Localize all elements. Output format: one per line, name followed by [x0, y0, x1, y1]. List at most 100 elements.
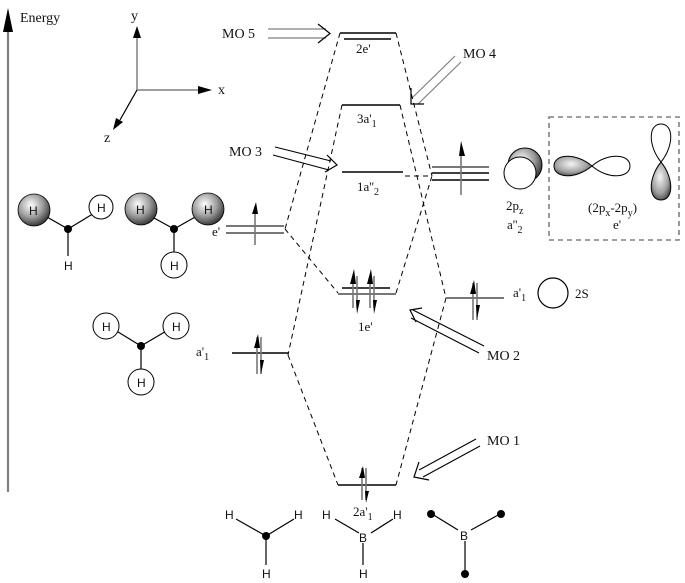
x-axis-label: x [218, 83, 225, 98]
h-orbital-open-icon [88, 194, 114, 220]
label-left-a1-prime: a'1 [196, 344, 209, 363]
salc-e-prime-2: H H H [124, 192, 225, 279]
center-dot-icon [64, 225, 72, 233]
pz-orbital: 2pz a''2 [503, 147, 543, 236]
b-fragment: B [427, 510, 505, 578]
dot-icon [497, 510, 505, 518]
label-a2-double-prime: a''2 [507, 217, 522, 236]
label-2pz: 2pz [506, 198, 524, 217]
h-atom: H [262, 567, 271, 581]
z-arrow-icon [113, 118, 123, 130]
spin-up-icon [459, 141, 465, 156]
h-atom: H [136, 203, 145, 217]
mo5-pointer: MO 5 [222, 23, 331, 44]
label-left-e-prime: e' [212, 224, 220, 239]
mo4-label: MO 4 [463, 47, 496, 62]
x-arrow-icon [198, 86, 212, 94]
mo4-arrow-icon [410, 88, 424, 105]
z-axis-line [119, 89, 138, 121]
h-atom: H [225, 508, 234, 522]
level-2e-prime: 2e' [340, 32, 396, 56]
px-lobe-shaded-icon [553, 155, 593, 177]
right-level-2p [432, 141, 489, 195]
h-orbital-open-icon [127, 368, 155, 396]
h-atom: H [29, 204, 38, 218]
label-2e-prime: 2e' [356, 41, 371, 56]
pz-lobe-open-icon [503, 156, 537, 190]
h-atom: H [294, 508, 303, 522]
py-lobe-open-icon [650, 123, 672, 163]
spin-up-icon [254, 334, 260, 348]
z-axis-label: z [104, 131, 110, 146]
energy-arrow-icon [3, 8, 13, 32]
spin-up-icon [359, 466, 365, 478]
mo1-label: MO 1 [487, 434, 520, 449]
mo3-label: MO 3 [229, 145, 262, 160]
b-atom: B [359, 531, 367, 545]
h-orbital-open-icon [92, 312, 120, 340]
h-atom: H [137, 376, 146, 390]
level-1e-prime: 1e' [338, 269, 396, 334]
label-2a1-prime: 2a'1 [353, 504, 373, 523]
mo1-arrow-icon [413, 461, 430, 481]
spin-down-icon [260, 360, 264, 374]
h-orbital-shaded-icon [124, 192, 158, 226]
correlation-lines [284, 32, 447, 486]
2s-orbital-icon [537, 277, 569, 309]
mo5-label: MO 5 [222, 27, 255, 42]
spin-up-icon [367, 269, 373, 284]
label-1e-prime: 1e' [358, 319, 373, 334]
mo4-pointer: MO 4 [410, 47, 496, 105]
energy-axis: Energy [3, 8, 60, 492]
h-atom: H [322, 508, 331, 522]
right-level-a1-prime: a'1 2S [446, 277, 589, 320]
center-dot-icon [262, 532, 270, 540]
b-atom: B [460, 529, 468, 543]
spin-down-icon [373, 300, 377, 314]
h-atom: H [102, 320, 111, 334]
mo2-arrow-icon [409, 307, 423, 323]
spin-down-icon [356, 300, 360, 314]
py-lobe-shaded-icon [650, 161, 672, 201]
h-atom: H [172, 320, 181, 334]
dot-icon [427, 510, 435, 518]
spin-up-icon [470, 280, 476, 294]
h-atom: H [97, 201, 106, 215]
h-atom: H [393, 508, 402, 522]
h-orbital-open-icon [160, 251, 188, 279]
salc-e-prime-1: H H H [17, 193, 114, 273]
pxy-orbital-box: (2px-2py) e' [548, 116, 680, 241]
bh3-molecule: H H B H [322, 508, 402, 581]
center-dot-icon [170, 225, 178, 233]
mo1-pointer: MO 1 [413, 434, 520, 481]
level-1a2-double-prime: 1a''2 [342, 171, 403, 198]
dot-icon [461, 570, 469, 578]
h-orbital-shaded-icon [191, 192, 225, 226]
h-orbital-open-icon [162, 312, 190, 340]
mo3-pointer: MO 3 [229, 145, 338, 173]
h-atom: H [204, 203, 213, 217]
coordinate-axes: y x z [104, 9, 225, 146]
y-arrow-icon [133, 26, 141, 38]
h-orbital-shaded-icon [17, 193, 51, 227]
level-3a1-prime: 3a'1 [342, 104, 400, 130]
spin-down-icon [365, 491, 369, 503]
h3-fragment: H H H [225, 508, 303, 581]
mo2-label: MO 2 [487, 349, 520, 364]
y-axis-label: y [131, 9, 138, 24]
spin-down-icon [476, 305, 480, 319]
mo5-arrow-icon [317, 23, 331, 44]
spin-up-icon [252, 202, 258, 214]
level-2a1-prime: 2a'1 [338, 466, 396, 523]
spin-up-icon [350, 269, 356, 284]
h-atom: H [170, 259, 179, 273]
center-dot-icon [137, 342, 145, 350]
label-pxy-e-prime: e' [613, 217, 621, 232]
h-atom: H [359, 567, 368, 581]
label-2s: 2S [575, 286, 589, 301]
salc-a1-prime: H H H [92, 312, 190, 396]
energy-label: Energy [20, 11, 60, 26]
label-right-a1-prime: a'1 [513, 285, 526, 304]
h-atom: H [64, 259, 73, 273]
